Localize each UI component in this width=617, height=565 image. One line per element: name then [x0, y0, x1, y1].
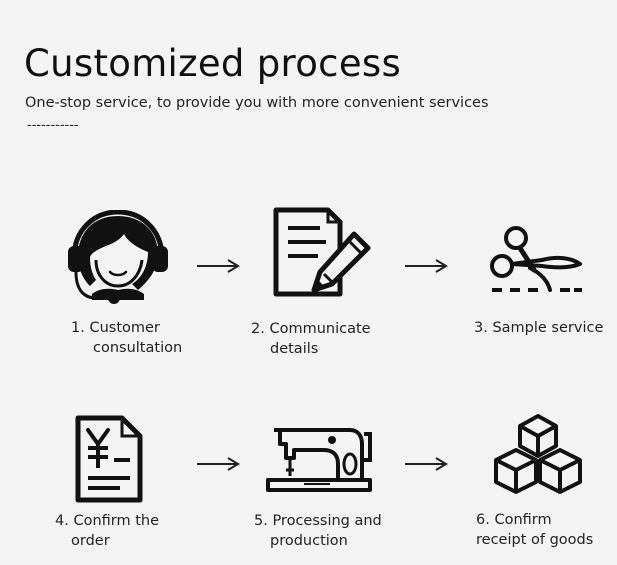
step-label: 1. Customer consultation: [71, 318, 182, 358]
arrow-right-icon: [405, 259, 448, 273]
title-underline-dashes: -----------: [27, 118, 79, 133]
step-label-line2: consultation: [93, 340, 183, 356]
step-label-line2: receipt of goods: [476, 532, 594, 548]
step-label: 6. Confirm receipt of goods: [476, 510, 593, 550]
step-label-line1: 2. Communicate: [251, 321, 371, 337]
document-pen-icon: [273, 207, 371, 297]
headset-agent-icon: [68, 210, 168, 304]
arrow-right-icon: [405, 457, 448, 471]
step-label-line2: details: [270, 341, 319, 357]
yen-invoice-icon: [75, 415, 143, 503]
step-label: 5. Processing and production: [254, 511, 382, 551]
step-label-line1: 1. Customer: [71, 320, 160, 336]
step-label: 4. Confirm the order: [55, 511, 159, 551]
boxes-icon: [494, 414, 582, 494]
step-label: 3. Sample service: [474, 318, 603, 338]
step-label-line1: 4. Confirm the: [55, 513, 159, 529]
scissors-cut-icon: [490, 226, 582, 292]
step-label-line1: 3. Sample service: [474, 320, 604, 336]
step-label: 2. Communicate details: [251, 319, 371, 359]
arrow-right-icon: [197, 259, 240, 273]
step-label-line2: order: [71, 533, 110, 549]
step-label-line2: production: [270, 533, 348, 549]
step-label-line1: 5. Processing and: [254, 513, 382, 529]
sewing-machine-icon: [266, 428, 372, 492]
step-label-line1: 6. Confirm: [476, 512, 552, 528]
page-title: Customized process: [24, 42, 402, 85]
arrow-right-icon: [197, 457, 240, 471]
page-subtitle: One-stop service, to provide you with mo…: [25, 95, 489, 111]
